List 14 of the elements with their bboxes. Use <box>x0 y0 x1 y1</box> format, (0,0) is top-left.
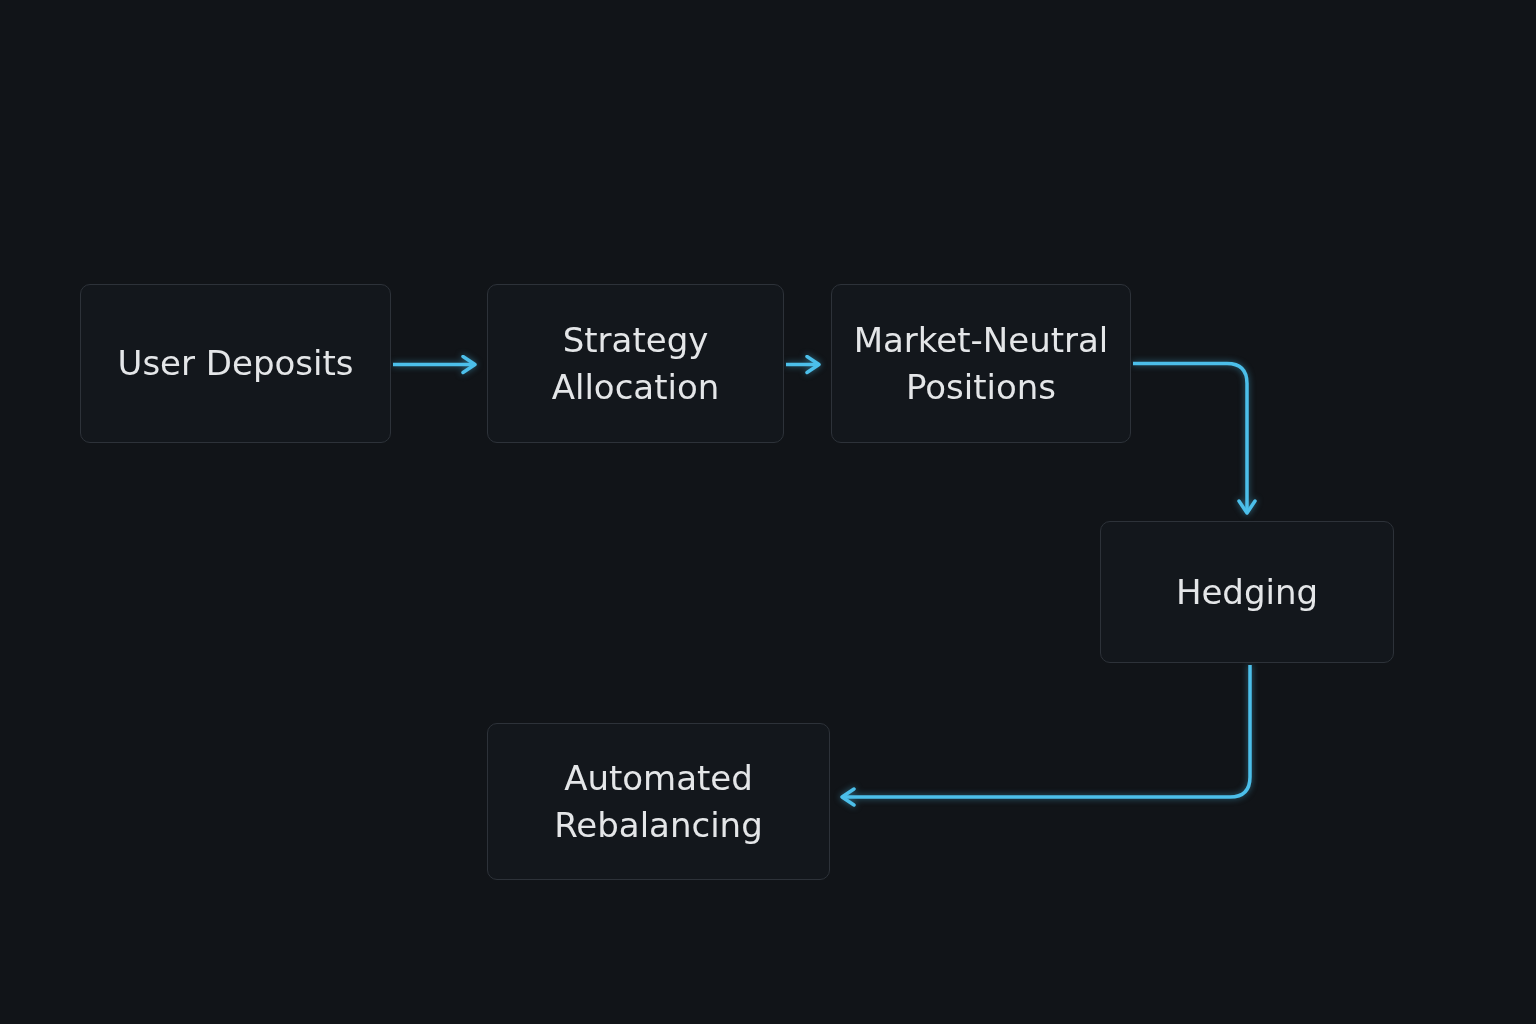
arrow <box>393 354 477 375</box>
process-box <box>831 284 1131 443</box>
node-label: Strategy Allocation <box>550 318 721 409</box>
process-box <box>80 284 391 443</box>
node-label: Hedging <box>1174 570 1320 614</box>
arrow <box>1133 361 1257 515</box>
node-label: Automated Rebalancing <box>553 756 764 847</box>
process-box <box>487 284 784 443</box>
arrow <box>786 354 821 375</box>
process-box <box>487 723 830 880</box>
node-label: User Deposits <box>116 342 355 385</box>
node-label: Market-Neutral Positions <box>852 318 1110 409</box>
arrow <box>840 665 1252 807</box>
process-box <box>1100 521 1394 663</box>
